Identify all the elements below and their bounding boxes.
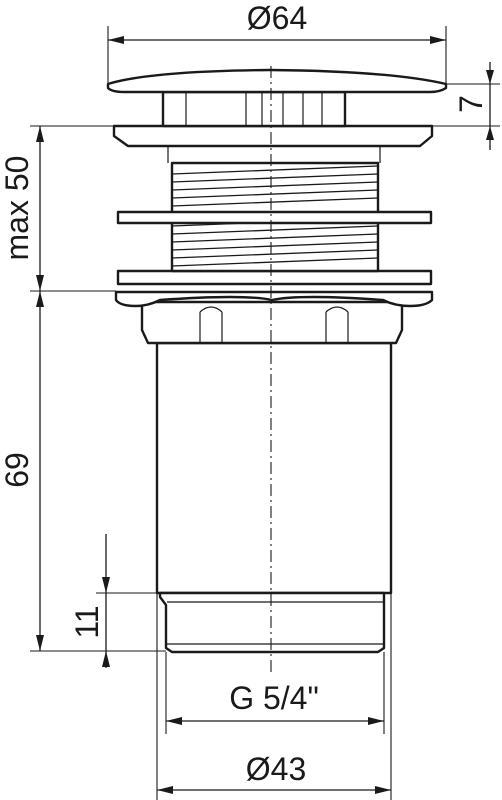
dim-thread-length: 11	[69, 534, 160, 668]
body-length-label: 69	[0, 452, 35, 488]
threaded-tail	[158, 591, 386, 654]
cap-dome	[106, 68, 448, 94]
hex-nut	[140, 300, 404, 345]
bottom-diameter-label: Ø43	[246, 751, 306, 787]
top-flange	[112, 124, 434, 148]
dim-max-clamp: max 50	[0, 125, 116, 292]
top-diameter-label: Ø64	[247, 0, 307, 36]
hex-nut-facets	[199, 306, 349, 343]
tail-thread-lines	[167, 601, 383, 645]
dim-body-length: 69	[0, 291, 166, 652]
tube-body	[155, 341, 393, 595]
lower-washer	[116, 269, 433, 286]
dim-thread-size: G 5/4"	[165, 652, 385, 734]
bottom-flange	[114, 290, 434, 308]
mid-washer	[116, 210, 433, 225]
thread-size-label: G 5/4"	[229, 680, 319, 716]
cap-stem	[161, 90, 347, 128]
valve-body	[106, 68, 448, 654]
dim-cap-height: 7	[432, 62, 500, 150]
thread-length-label: 11	[69, 605, 105, 638]
cap-height-label: 7	[453, 95, 489, 113]
dim-top-diameter: Ø64	[107, 0, 447, 84]
max-clamp-label: max 50	[0, 156, 35, 261]
top-flange-lip	[167, 146, 381, 163]
cap-stem-ribs	[185, 92, 323, 126]
dim-bottom-diameter: Ø43	[156, 593, 392, 800]
